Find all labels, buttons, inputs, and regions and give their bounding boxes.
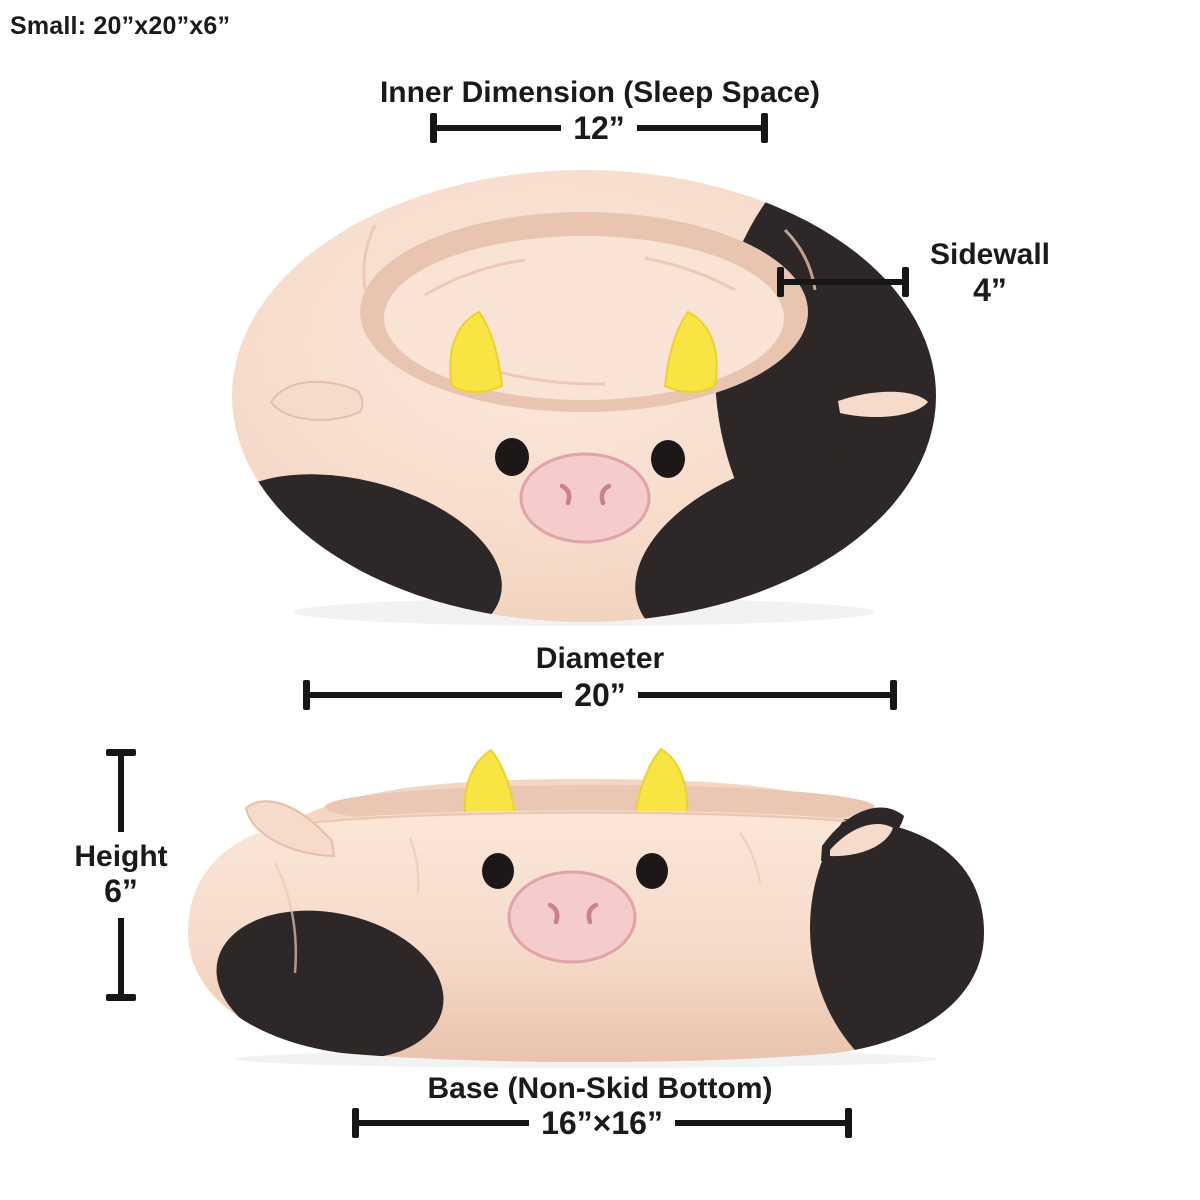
sidewall-annotation: Sidewall 4” <box>915 238 1065 309</box>
line-endcap <box>845 1108 852 1138</box>
line-segment <box>437 125 562 131</box>
line-segment <box>637 692 890 698</box>
bed-side-view-image <box>188 747 984 1068</box>
line-segment <box>118 756 124 832</box>
height-annotation: Height 6” <box>74 832 167 919</box>
horn-left <box>449 310 504 393</box>
horns-side <box>463 747 689 829</box>
horns-top <box>449 310 718 393</box>
inner-dimension-line: 12” <box>430 112 768 144</box>
sidewall-label: Sidewall <box>929 238 1051 271</box>
line-endcap <box>303 680 310 710</box>
diameter-label: Diameter <box>535 642 665 675</box>
snout <box>519 452 651 544</box>
size-label: Small: 20”x20”x6” <box>10 12 231 40</box>
nostril-left <box>559 483 572 506</box>
base-line: 16”×16” <box>352 1107 852 1139</box>
line-endcap <box>761 113 768 143</box>
eye-right <box>636 853 668 889</box>
line-segment <box>310 692 563 698</box>
ears-top <box>269 373 933 421</box>
line-segment <box>784 279 902 285</box>
black-patch-bottom-left <box>216 910 444 1060</box>
diameter-line: 20” <box>303 679 897 711</box>
horn-right <box>663 310 718 393</box>
height-line: Height 6” <box>74 749 168 1001</box>
eye-left <box>482 853 514 889</box>
eye-left <box>495 438 529 476</box>
eye-right <box>651 440 685 478</box>
cushion <box>384 236 784 400</box>
face-top <box>495 438 685 544</box>
line-segment <box>118 918 124 994</box>
snout <box>507 870 637 964</box>
ears-side <box>244 800 904 862</box>
line-endcap <box>352 1108 359 1138</box>
inner-dimension-value: 12” <box>573 110 625 146</box>
line-endcap <box>777 267 784 297</box>
ear-right <box>830 824 893 857</box>
line-endcap <box>106 749 136 756</box>
nostril-right <box>599 483 612 506</box>
horn-left <box>463 748 518 829</box>
base-value: 16”×16” <box>541 1105 663 1141</box>
horn-right <box>632 747 689 829</box>
line-segment <box>674 1120 845 1126</box>
line-segment <box>359 1120 530 1126</box>
nostril-right <box>586 902 599 925</box>
sidewall-value: 4” <box>973 271 1007 308</box>
front-rim-crease <box>307 811 867 825</box>
line-endcap <box>902 267 909 297</box>
base-label: Base (Non-Skid Bottom) <box>427 1072 773 1105</box>
line-endcap <box>106 994 136 1001</box>
line-endcap <box>430 113 437 143</box>
nostril-left <box>547 902 560 925</box>
inner-dimension-label: Inner Dimension (Sleep Space) <box>379 76 821 109</box>
line-segment <box>636 125 761 131</box>
height-value: 6” <box>104 873 138 910</box>
body-creases-side <box>273 832 762 974</box>
sidewall-line <box>777 266 909 298</box>
ear-left <box>269 380 364 421</box>
height-label: Height <box>74 839 168 873</box>
ear-left <box>244 800 336 858</box>
line-endcap <box>890 680 897 710</box>
face-side <box>482 853 668 964</box>
diameter-value: 20” <box>574 677 626 713</box>
bed-top-view-image <box>232 170 936 626</box>
ear-right <box>838 391 928 418</box>
